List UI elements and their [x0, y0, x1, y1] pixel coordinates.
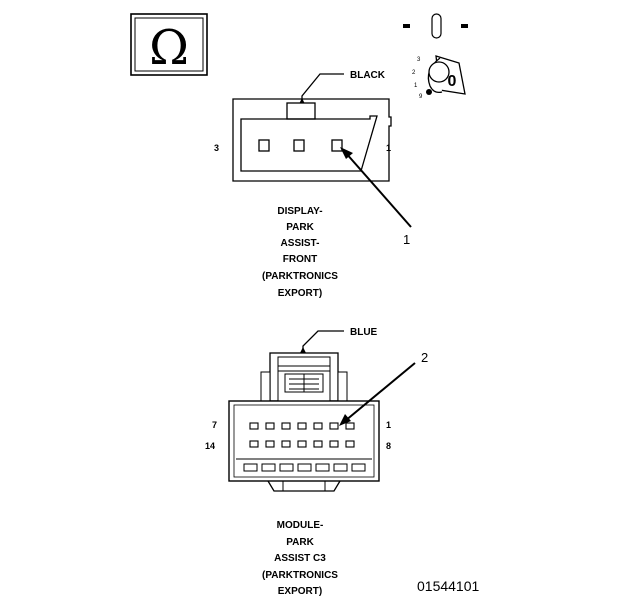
module-title-line-5: EXPORT) [278, 586, 322, 597]
module-bottom-slots [243, 463, 366, 472]
front-title-line-2: PARK [286, 222, 314, 233]
front-connector: BLACK 3 1 1 DISPLAY- PARK ASSIST- FRONT … [214, 70, 412, 299]
module-title-line-1: MODULE- [277, 520, 324, 531]
ignition-pos-2: 2 [412, 70, 416, 76]
module-top-row-cavities [249, 422, 355, 430]
front-title-line-4: FRONT [283, 254, 317, 265]
ohm-meter-icon: Ω [130, 13, 208, 76]
module-callout-number: 2 [421, 350, 428, 365]
ohm-glyph: Ω [149, 20, 189, 76]
front-title-line-3: ASSIST- [281, 238, 320, 249]
figure-id: 01544101 [417, 578, 480, 594]
module-connector: BLUE [205, 327, 428, 597]
module-title-line-2: PARK [286, 537, 314, 548]
front-title-line-6: EXPORT) [278, 288, 322, 299]
front-pin-1-label: 1 [386, 143, 391, 153]
module-pin-8-label: 8 [386, 441, 391, 451]
module-title-line-3: ASSIST C3 [274, 553, 326, 564]
module-color-label: BLUE [350, 327, 378, 338]
module-pin-14-label: 14 [205, 441, 215, 451]
module-title-line-4: (PARKTRONICS [262, 570, 338, 581]
module-pin-1-label: 1 [386, 420, 391, 430]
ignition-off-label: 0 [448, 73, 457, 90]
front-title-line-1: DISPLAY- [277, 206, 322, 217]
front-callout-number: 1 [403, 232, 410, 247]
front-pin-3-label: 3 [214, 143, 219, 153]
ignition-pos-3: 3 [417, 57, 421, 63]
front-connector-title: DISPLAY- PARK ASSIST- FRONT (PARKTRONICS… [262, 206, 338, 299]
ignition-switch-icon: 0 3 2 1 9 [403, 13, 468, 100]
ignition-pos-1: 1 [414, 83, 418, 89]
front-title-line-5: (PARKTRONICS [262, 271, 338, 282]
front-color-label: BLACK [350, 70, 386, 81]
ignition-pos-9: 9 [419, 94, 423, 100]
module-connector-title: MODULE- PARK ASSIST C3 (PARKTRONICS EXPO… [262, 520, 338, 597]
module-pin-7-label: 7 [212, 420, 217, 430]
module-bottom-row-cavities [249, 440, 355, 448]
